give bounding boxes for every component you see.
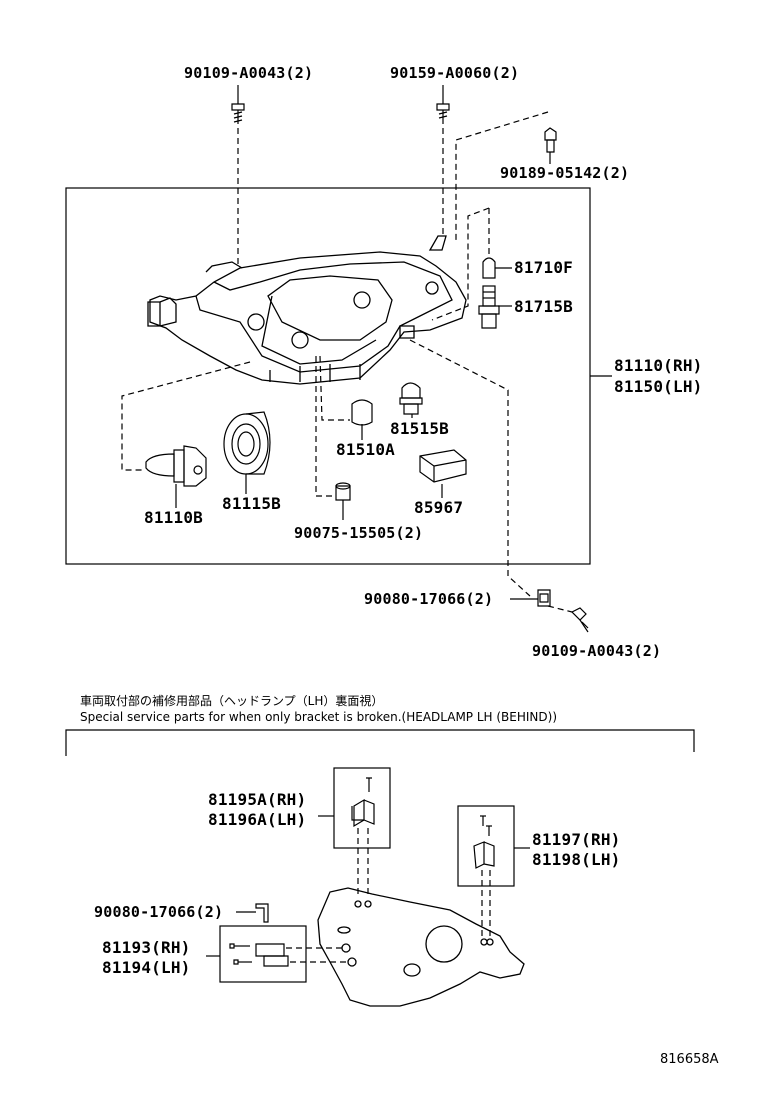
bolt-top-mid-icon — [436, 85, 450, 124]
label-bolt-top-mid: 90159-A0060(2) — [390, 64, 520, 82]
label-kit-left-rh: 81193(RH) — [102, 938, 191, 957]
label-kit-right-lh: 81198(LH) — [532, 850, 621, 869]
clip-nut-icon — [537, 589, 551, 607]
label-ecu: 85967 — [414, 498, 464, 517]
wedge-bulb-icon — [482, 257, 496, 279]
ecu-module-icon — [419, 449, 467, 483]
headlamp-bulb-icon — [145, 445, 207, 487]
label-headlamp-rh: 81110(RH) — [614, 356, 703, 375]
label-bulb-side: 81710F — [514, 258, 573, 277]
kit-right-box — [457, 805, 515, 887]
label-bulb-main: 81110B — [144, 508, 203, 527]
label-socket-side: 81715B — [514, 297, 573, 316]
bolt-bottom-icon — [570, 607, 589, 633]
label-cover: 81115B — [222, 494, 281, 513]
label-nut: 90080-17066(2) — [364, 590, 494, 608]
kit-top-box — [333, 767, 391, 849]
bracket-top-icon — [351, 777, 375, 828]
label-kit-left-lh: 81194(LH) — [102, 958, 191, 977]
label-socket-small: 81515B — [390, 419, 449, 438]
headlamp-housing-icon — [147, 235, 467, 385]
label-kit-top-lh: 81196A(LH) — [208, 810, 307, 829]
label-kit-right-rh: 81197(RH) — [532, 830, 621, 849]
bolt-top-right-icon — [544, 127, 557, 164]
clip-nut-bottom-icon — [255, 903, 269, 923]
bolt-top-left-icon — [231, 85, 245, 124]
rubber-cap-icon — [335, 482, 351, 501]
label-headlamp-lh: 81150(LH) — [614, 377, 703, 396]
small-bulb-icon — [351, 399, 373, 426]
bottom-section-frame — [65, 729, 695, 756]
bulb-cover-icon — [223, 411, 271, 475]
bulb-socket-icon — [478, 285, 500, 329]
label-bolt-top-left: 90109-A0043(2) — [184, 64, 314, 82]
bracket-right-icon — [473, 815, 495, 869]
label-cap: 90075-15505(2) — [294, 524, 424, 542]
diagram-code: 816658A — [660, 1052, 719, 1067]
label-nut-bottom: 90080-17066(2) — [94, 903, 224, 921]
small-socket-icon — [399, 382, 423, 415]
label-kit-top-rh: 81195A(RH) — [208, 790, 307, 809]
bracket-left-icon — [229, 943, 289, 967]
note-english: Special service parts for when only brac… — [80, 710, 558, 724]
label-bulb-small: 81510A — [336, 440, 395, 459]
label-bolt-top-right: 90189-05142(2) — [500, 164, 630, 182]
label-bolt-bottom: 90109-A0043(2) — [532, 642, 662, 660]
note-japanese: 車両取付部の補修用部品（ヘッドランプ（LH）裏面視） — [80, 694, 384, 708]
kit-left-box — [219, 925, 307, 983]
headlamp-back-icon — [317, 887, 525, 1007]
